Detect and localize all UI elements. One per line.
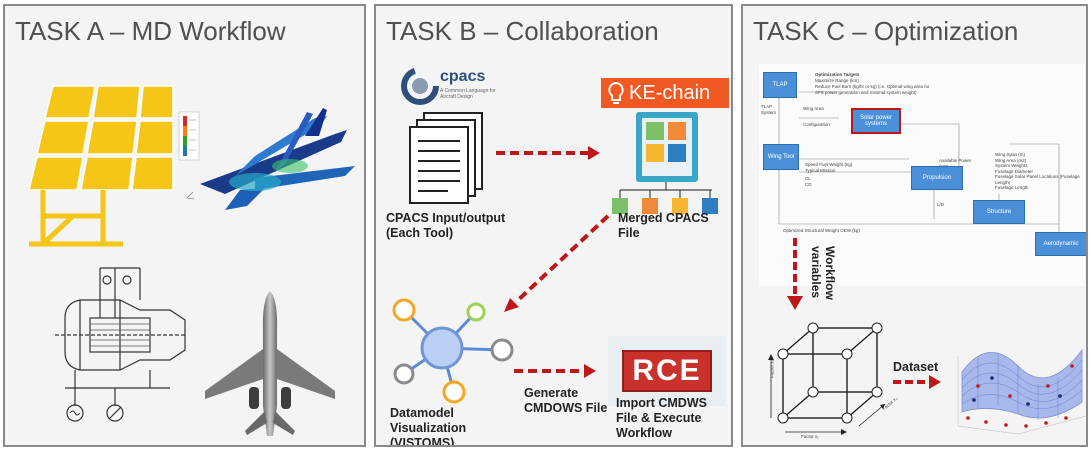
- aircraft-topview-illustration: [205, 291, 335, 436]
- rce-logo: RCE: [608, 336, 726, 406]
- cpacs-logo-tagline: A Common Language for Aircraft Design: [440, 88, 496, 100]
- panel-task-b: TASK B – Collaboration cpacs A Common La…: [374, 4, 733, 447]
- xdsm-speed-fuel-label: Speed Fuel Weight (kg) Typical Mission: [805, 162, 853, 173]
- document-stack-icon: [409, 112, 483, 204]
- panel-a-title: TASK A – MD Workflow: [15, 16, 286, 46]
- cpacs-logo-icon: [401, 67, 439, 105]
- aircraft-cfd-illustration: [186, 108, 355, 210]
- cpacs-input-label: CPACS Input/output (Each Tool): [386, 211, 506, 240]
- xdsm-solar-box: Solar power systems: [851, 108, 901, 134]
- engine-schematic-illustration: [55, 267, 186, 422]
- xdsm-optimization-line-3: SFS power generation and minimal system …: [815, 90, 917, 95]
- xdsm-aerodynamic-box: Aerodynamic: [1035, 232, 1086, 256]
- xdsm-right-list-1: Wing Area (m2): [995, 157, 1027, 163]
- rce-label: RCE: [622, 350, 712, 392]
- kechain-banner: KE-chain: [601, 78, 729, 108]
- xdsm-tlap-box: TLAP: [763, 72, 797, 98]
- merged-cpacs-label: Merged CPACS File: [618, 211, 709, 240]
- workflow-down-arrow: [787, 238, 803, 310]
- xdsm-right-list-4: Fuselage Solar Panel Locations (Fuselage…: [995, 174, 1080, 185]
- xdsm-cl-label: CL: [805, 176, 811, 181]
- merged-file-icon: [612, 112, 718, 214]
- xdsm-optimized-weight-label: Optimized Structural Weight OEW (kg): [783, 228, 860, 233]
- xdsm-right-list-2: System Weights: [995, 163, 1028, 168]
- response-surface-plot: [957, 348, 1086, 435]
- xdsm-optimization-heading: Optimization Targets: [815, 72, 860, 77]
- xdsm-configuration-label: Configuration: [803, 122, 830, 127]
- xdsm-lines: [778, 91, 1060, 232]
- dataset-arrow: [893, 375, 941, 389]
- xdsm-wing-tool-box: Wing Tool: [763, 144, 799, 170]
- datamodel-network-icon: [392, 298, 514, 404]
- xdsm-tlap-system: TLAP System: [761, 104, 777, 115]
- xdsm-structure-box: Structure: [973, 200, 1025, 224]
- design-cube-icon: [768, 322, 886, 435]
- cube-axis-y-label: Factor x₂: [769, 359, 775, 378]
- xdsm-right-list: Wing Span (m) Wing Area (m2) System Weig…: [995, 152, 1081, 191]
- import-cmdws-label: Import CMDWS File & Execute Workflow: [616, 396, 707, 440]
- lightbulb-icon: [608, 81, 624, 104]
- flow-arrows: [496, 146, 610, 378]
- panel-b-title: TASK B – Collaboration: [386, 16, 659, 46]
- xdsm-ld-label: L/D: [937, 202, 945, 207]
- panel-c-title: TASK C – Optimization: [753, 16, 1019, 46]
- dataset-label: Dataset: [893, 360, 939, 374]
- panel-task-c: TASK C – Optimization TLAP Optimization …: [741, 4, 1088, 447]
- xdsm-right-list-3: Fuselage Diameter: [995, 168, 1034, 174]
- xdsm-wing-area-label: Wing Area: [803, 106, 824, 111]
- xdsm-diagram: TLAP Optimization Targets Maximize Range…: [759, 64, 1086, 286]
- solar-panel-illustration: [28, 85, 174, 247]
- kechain-label: KE-chain: [629, 81, 711, 104]
- xdsm-right-list-5: Fuselage Length: [995, 185, 1029, 190]
- panel-task-a: TASK A – MD Workflow: [3, 4, 366, 447]
- datamodel-label: Datamodel Visualization (VISTOMS): [390, 406, 467, 447]
- xdsm-optimization-line-2: Reduce Fuel Burn (kg/hr or kg) (i.e. Opt…: [815, 84, 930, 89]
- cube-axis-x-label: Factor x₁: [801, 434, 819, 439]
- cpacs-logo-text: cpacs: [440, 68, 486, 85]
- color-legend-icon: [178, 111, 200, 161]
- workflow-variables-label: Workflow variables: [809, 246, 837, 300]
- xdsm-propulsion-box: Propulsion: [911, 166, 963, 190]
- xdsm-cd-label: CD: [805, 182, 812, 187]
- generate-cmdows-label: Generate CMDOWS File: [524, 386, 608, 415]
- xdsm-optimization-line-1: Maximize Range (km): [815, 78, 859, 83]
- xdsm-right-list-0: Wing Span (m): [995, 152, 1026, 157]
